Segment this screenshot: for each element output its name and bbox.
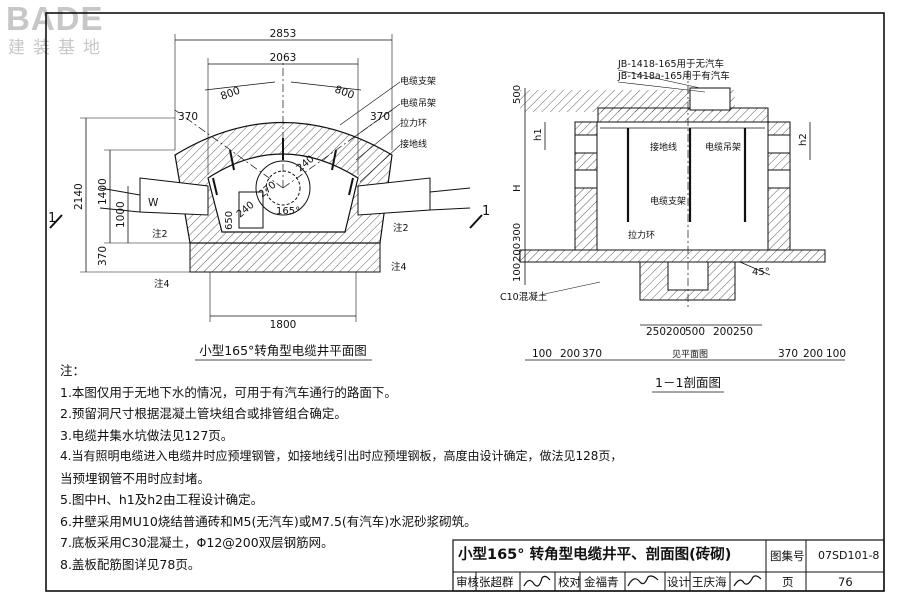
plan-manhole-inner — [265, 170, 301, 206]
check-label: 校对 — [558, 575, 581, 589]
atlas-label: 图集号 — [770, 549, 805, 563]
plan-dim-1800: 1800 — [270, 319, 297, 331]
plan-label-note4-right: 注4 — [391, 261, 407, 273]
section-dim-200: 200 — [512, 243, 523, 262]
section-title: 1－1剖面图 — [655, 375, 721, 390]
note-item: 2.预留洞尺寸根据混凝土管块组合或排管组合确定。 — [60, 406, 347, 421]
note-item: 3.电缆井集水坑做法见127页。 — [60, 427, 234, 443]
section-label-ground: 接地线 — [650, 141, 677, 153]
checker-name: 金福青 — [584, 575, 619, 589]
plan-label-cable-hanger: 电缆吊架 — [400, 97, 436, 109]
page-number: 76 — [838, 575, 853, 589]
note-item: 7.底板采用C30混凝土，Φ12@200双层钢筋网。 — [60, 535, 334, 550]
section-plan-ref: 见平面图 — [672, 349, 708, 360]
plan-label-cable-support: 电缆支架 — [400, 75, 436, 87]
plan-label-pull-ring: 拉力环 — [400, 117, 427, 129]
plan-dim-W: W — [148, 197, 159, 209]
plan-label-note2-right: 注2 — [393, 222, 409, 234]
note-item: 当预埋钢管不用时应封堵。 — [60, 470, 211, 486]
drawing-title: 小型165° 转角型电缆井平、剖面图(砖砌) — [458, 547, 732, 563]
section-dim-b200a: 200 — [666, 326, 686, 338]
note-item: 6.井壁采用MU10烧结普通砖和M5(无汽车)或M7.5(有汽车)水泥砂浆砌筑。 — [60, 513, 477, 529]
review-label: 审核 — [456, 575, 479, 589]
section-angle: 45° — [752, 267, 770, 278]
section-dim-300: 300 — [512, 223, 523, 242]
section-dim-100: 100 — [512, 263, 523, 282]
logo-subtitle: 建装基地 — [8, 38, 108, 58]
plan-dim-370-vert: 370 — [97, 246, 109, 266]
section-dim-l370: 370 — [582, 348, 602, 360]
plan-dim-2063: 2063 — [270, 52, 297, 64]
plan-base-slab — [189, 242, 381, 273]
plan-dim-370-left: 370 — [178, 111, 198, 123]
plan-label-note2-left: 注2 — [152, 228, 168, 240]
plan-dim-1400: 1400 — [97, 178, 109, 205]
plan-dim-370-right: 370 — [370, 111, 390, 123]
note-item: 4.当有照明电缆进入电缆井时应预埋钢管，如接地线引出时应预埋钢板，高度由设计确定… — [60, 449, 623, 463]
reviewer-signature — [523, 575, 551, 587]
section-dim-r100: 100 — [826, 348, 846, 360]
section-label-concrete: C10混凝土 — [500, 291, 548, 303]
plan-dim-800-left: 800 — [219, 85, 242, 103]
section-view: 45° JB-1418-165用于无汽车 JB-1418a-165用于有汽车 接… — [469, 58, 846, 393]
section-dim-h2: h2 — [798, 133, 809, 146]
page-label: 页 — [782, 575, 794, 589]
plan-label-note4-left: 注4 — [154, 278, 170, 290]
designer-signature — [733, 575, 762, 587]
plan-inner-chamber — [207, 153, 359, 233]
plan-label-ground: 接地线 — [400, 138, 427, 150]
section-dim-b200b: 200 — [713, 326, 733, 338]
note-item: 8.盖板配筋图详见78页。 — [60, 556, 201, 572]
reviewer-name: 张超群 — [479, 575, 514, 589]
section-label-cover2: JB-1418a-165用于有汽车 — [617, 70, 730, 82]
design-label: 设计 — [667, 575, 690, 589]
plan-dim-1000: 1000 — [115, 201, 127, 228]
section-manhole-cover — [689, 87, 731, 111]
section-dim-H: H — [512, 184, 523, 192]
designer-name: 王庆海 — [692, 575, 727, 589]
plan-dim-2853: 2853 — [270, 28, 297, 40]
plan-left-duct — [139, 177, 209, 216]
plan-dim-800-right: 800 — [333, 84, 356, 102]
section-dim-h1: h1 — [533, 128, 544, 141]
section-dim-r200: 200 — [803, 348, 823, 360]
section-cover-slab — [597, 107, 769, 123]
section-dim-500: 500 — [512, 85, 523, 104]
section-section-mark: 1 — [482, 204, 490, 219]
note-item: 1.本图仅用于无地下水的情况，可用于有汽车通行的路面下。 — [60, 384, 397, 400]
section-dim-b250b: 250 — [733, 326, 753, 338]
section-dim-r370: 370 — [778, 348, 798, 360]
section-label-hanger: 电缆吊架 — [705, 141, 741, 153]
plan-dim-165: 165° — [276, 206, 300, 217]
plan-section-mark: 1 — [48, 211, 56, 226]
plan-sump — [238, 191, 264, 229]
logo-text: BADE — [6, 0, 104, 37]
title-block — [452, 539, 885, 592]
atlas-number: 07SD101-8 — [818, 549, 880, 562]
section-dim-l100: 100 — [532, 348, 552, 360]
notes-block: 注： 1.本图仅用于无地下水的情况，可用于有汽车通行的路面下。 2.预留洞尺寸根… — [60, 360, 660, 575]
plan-dim-650: 650 — [224, 211, 235, 230]
section-dim-b500: 500 — [685, 326, 705, 338]
section-label-cover1: JB-1418-165用于无汽车 — [617, 58, 724, 70]
section-label-ring: 拉力环 — [628, 229, 655, 241]
section-base-slab — [519, 249, 826, 263]
section-label-support: 电缆支架 — [650, 195, 686, 207]
section-dim-l200: 200 — [560, 348, 580, 360]
checker-signature — [627, 575, 659, 587]
section-dim-b250a: 250 — [646, 326, 666, 338]
note-item: 5.图中H、h1及h2由工程设计确定。 — [60, 492, 264, 507]
plan-title: 小型165°转角型电缆井平面图 — [199, 343, 367, 358]
notes-heading: 注： — [60, 363, 86, 378]
plan-view: 2853 2063 800 800 370 370 2140 1400 1000… — [48, 28, 471, 361]
plan-dim-2140: 2140 — [73, 183, 85, 210]
